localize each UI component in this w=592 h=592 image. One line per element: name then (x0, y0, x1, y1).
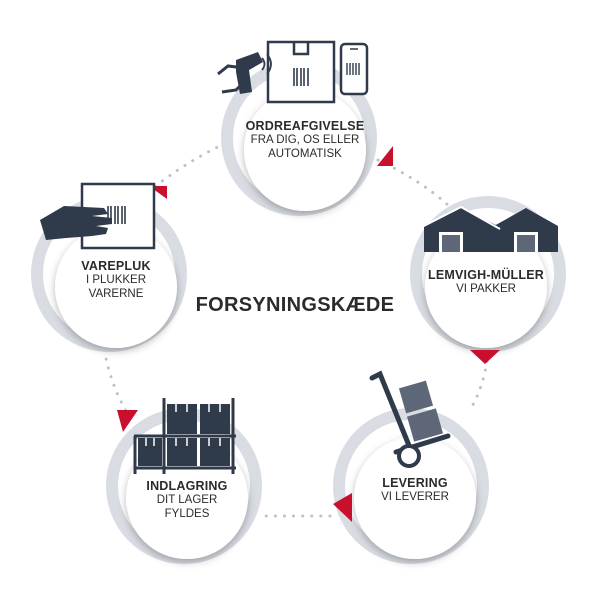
node-title: INDLAGRING (146, 479, 228, 493)
barcode-scanner-icon (217, 40, 369, 104)
node-lemvigh: LEMVIGH-MÜLLER VI PAKKER (426, 268, 546, 297)
center-title: FORSYNINGSKÆDE (195, 294, 395, 316)
arrow-head-icon (333, 493, 352, 522)
circle-levering (354, 437, 476, 559)
node-line: VI PAKKER (456, 283, 516, 295)
node-line: VI LEVERER (381, 491, 449, 503)
arrow-heads (117, 146, 500, 522)
node-line: VARERNE (88, 287, 144, 300)
circle-lemvigh (425, 226, 547, 348)
storage-shelf-icon (133, 398, 236, 474)
arrow-head-icon (117, 410, 138, 432)
hand-scan-icon (40, 182, 156, 250)
arrow-head-icon (377, 146, 393, 166)
hand-truck-icon (369, 370, 451, 468)
connector-indlagring-varepluk (102, 346, 132, 420)
node-line: I PLUKKER (85, 274, 147, 286)
node-line: AUTOMATISK (268, 147, 342, 160)
circle-varepluk (55, 226, 177, 348)
arrow-head-icon (470, 350, 500, 364)
node-title: VAREPLUK (81, 259, 151, 273)
circle-ordreafgivelse (244, 89, 366, 211)
node-title: LEVERING (382, 476, 448, 490)
node-line: DIT LAGER (156, 494, 218, 506)
node-title: LEMVIGH-MÜLLER (428, 268, 544, 282)
connector-varepluk-ordre (146, 140, 230, 194)
node-line: FYLDES (164, 507, 210, 520)
node-levering: LEVERING VI LEVERER (355, 476, 475, 505)
node-title: ORDREAFGIVELSE (245, 119, 365, 133)
warehouse-icon (417, 205, 558, 252)
node-indlagring: INDLAGRING DIT LAGER FYLDES (127, 479, 247, 522)
node-ordreafgivelse: ORDREAFGIVELSE FRA DIG, OS ELLER AUTOMAT… (245, 119, 365, 162)
connector-ordre-lemvigh (376, 158, 450, 207)
node-line: FRA DIG, OS ELLER (250, 134, 360, 146)
node-varepluk: VAREPLUK I PLUKKER VARERNE (56, 259, 176, 302)
